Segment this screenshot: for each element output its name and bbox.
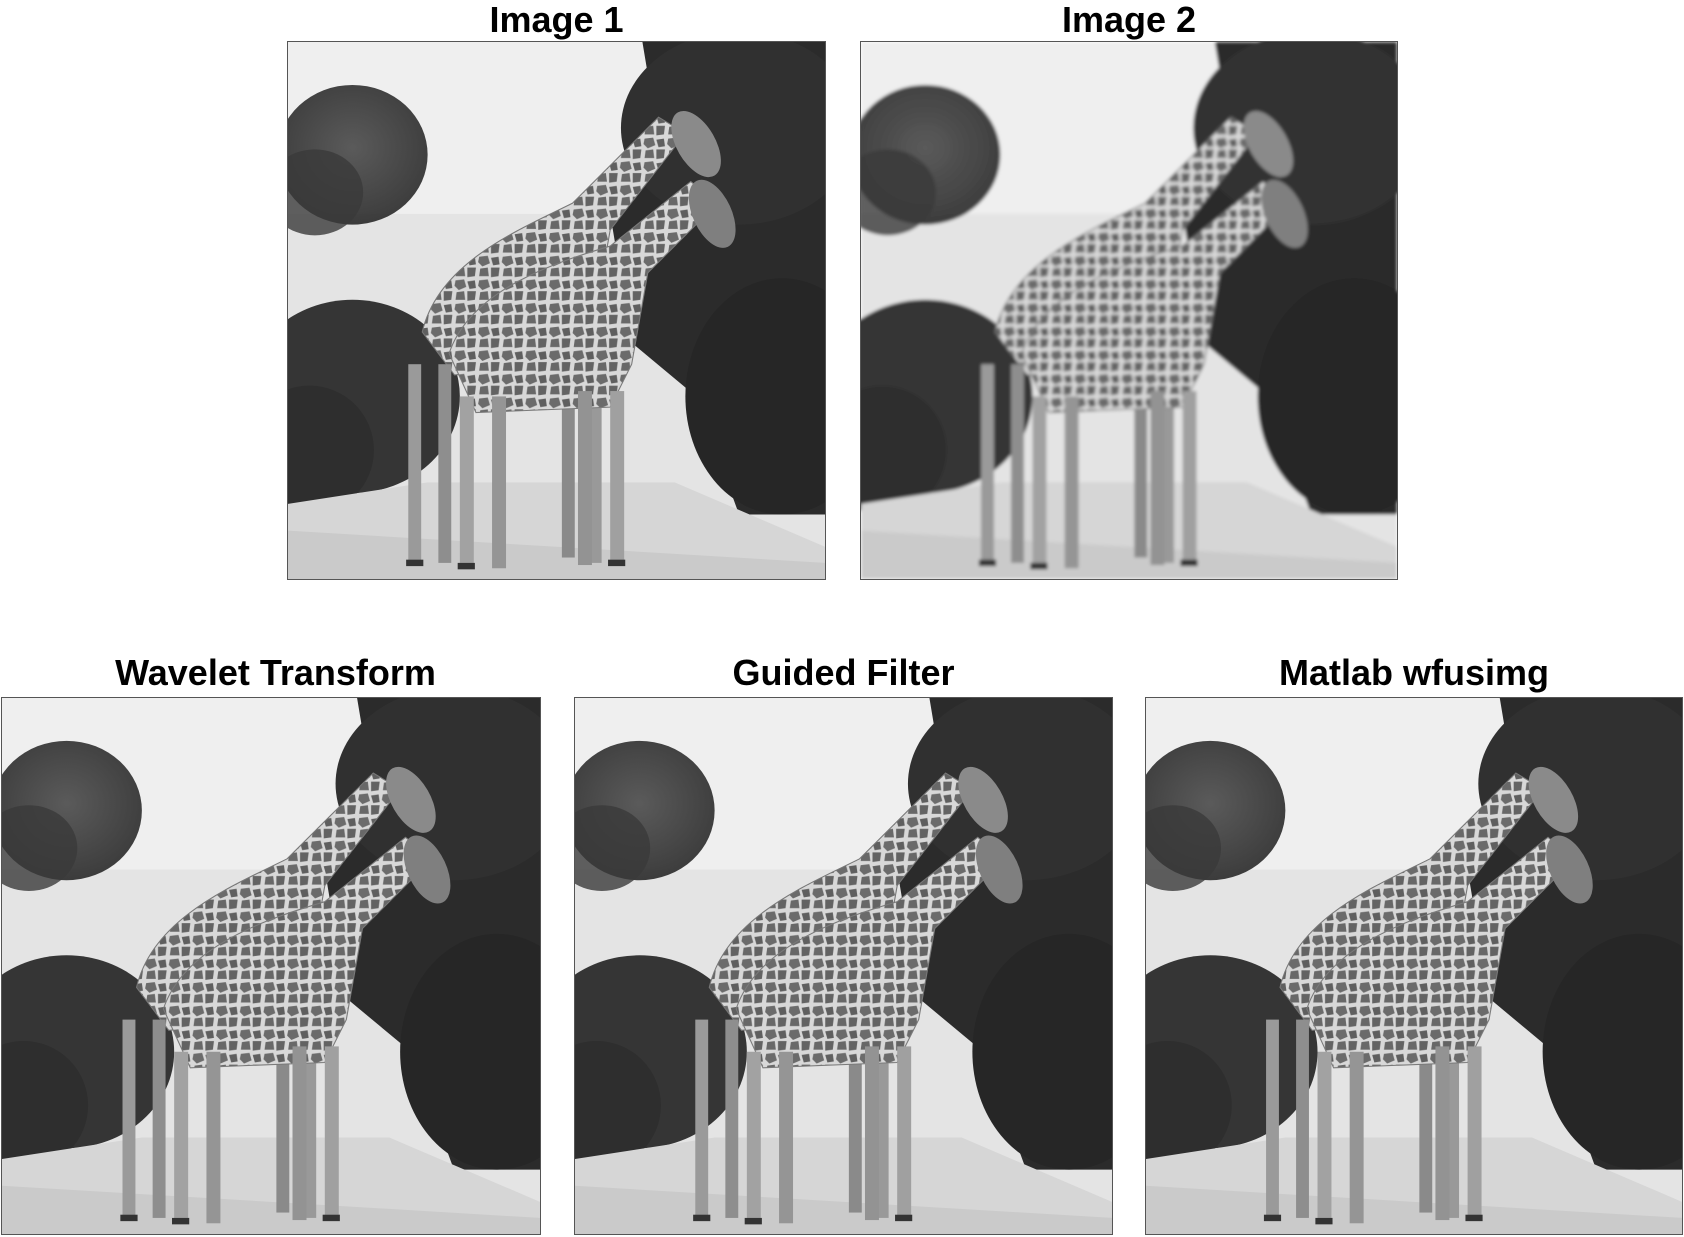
panel-matlab-wfusimg: Matlab wfusimg: [1144, 653, 1684, 1237]
giraffe-photo: [1145, 697, 1683, 1235]
giraffe-scene: [288, 42, 825, 579]
panel-image-1: Image 1: [287, 0, 826, 580]
panel-title: Matlab wfusimg: [1278, 652, 1550, 693]
giraffe-photo: [574, 697, 1113, 1235]
panel-title: Image 1: [489, 0, 624, 40]
giraffe-scene: [2, 698, 540, 1234]
giraffe-scene: [575, 698, 1112, 1234]
giraffe-scene: [861, 42, 1397, 579]
panel-image-2: Image 2: [860, 0, 1398, 580]
panel-title: Guided Filter: [732, 652, 955, 693]
giraffe-photo: [860, 41, 1398, 580]
panel-title: Image 2: [1061, 0, 1197, 40]
panel-guided-filter: Guided Filter: [573, 653, 1114, 1237]
panel-wavelet-transform: Wavelet Transform: [0, 653, 541, 1237]
giraffe-photo: [287, 41, 826, 580]
giraffe-scene: [1146, 698, 1682, 1234]
panel-title: Wavelet Transform: [115, 652, 436, 693]
giraffe-photo: [1, 697, 541, 1235]
